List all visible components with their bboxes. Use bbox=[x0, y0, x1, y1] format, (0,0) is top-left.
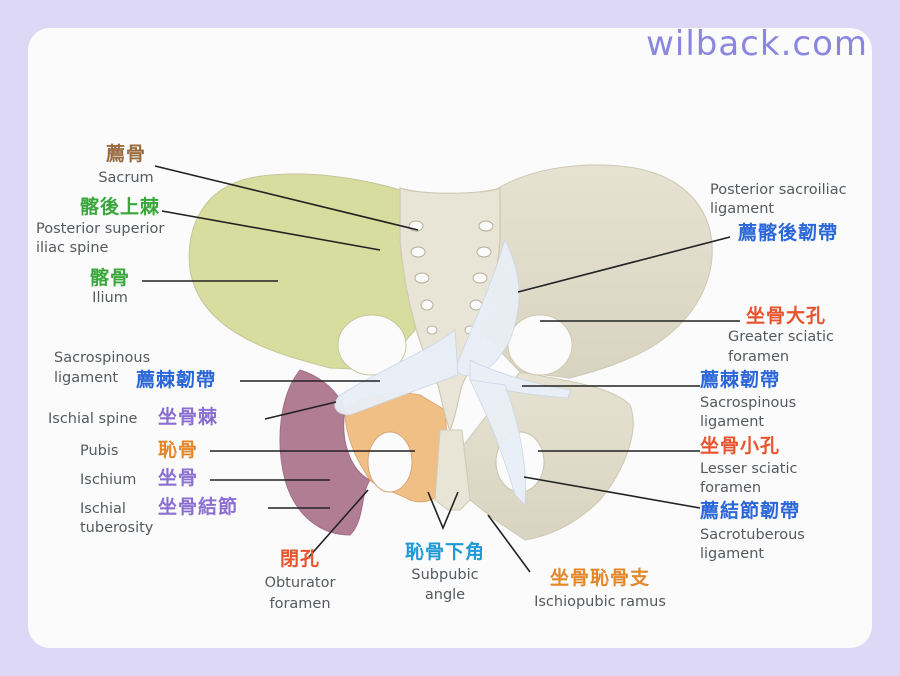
label-ischial-spine-jp: 坐骨棘 bbox=[158, 406, 219, 428]
label-ischial-spine-en: Ischial spine bbox=[48, 411, 138, 427]
label-subpubic-en1: Subpubic bbox=[411, 567, 479, 583]
label-obturator-en1: Obturator bbox=[264, 575, 336, 591]
label-obturator-en2: foramen bbox=[269, 596, 331, 612]
label-sacrospinous-left-en1: Sacrospinous bbox=[54, 350, 151, 366]
left-obturator-hole bbox=[367, 431, 413, 493]
label-ischiopubic-jp: 坐骨恥骨支 bbox=[549, 567, 650, 589]
label-lesser-sciatic-en1: Lesser sciatic bbox=[700, 461, 798, 477]
label-lesser-sciatic-jp: 坐骨小孔 bbox=[700, 435, 781, 457]
label-sacrospinous-right-en1: Sacrospinous bbox=[700, 395, 797, 411]
label-sacrotuberous-en1: Sacrotuberous bbox=[700, 527, 805, 543]
pubic-symphysis bbox=[434, 429, 471, 511]
label-ilium-jp: 髂骨 bbox=[89, 267, 130, 289]
label-sacrum-en: Sacrum bbox=[98, 170, 154, 186]
label-psis-en2: iliac spine bbox=[36, 240, 109, 256]
label-ischial-tuberosity-en2: tuberosity bbox=[80, 520, 154, 536]
label-subpubic-jp: 恥骨下角 bbox=[404, 541, 485, 563]
label-sacrospinous-right-jp: 薦棘韌帶 bbox=[700, 369, 781, 391]
label-lesser-sciatic-en2: foramen bbox=[700, 480, 762, 496]
label-ischial-tuberosity-jp: 坐骨結節 bbox=[158, 496, 239, 518]
label-greater-sciatic-jp: 坐骨大孔 bbox=[746, 305, 827, 327]
label-psis-en1: Posterior superior bbox=[36, 221, 165, 237]
label-pubis-en: Pubis bbox=[80, 443, 119, 459]
label-posterior-sacroiliac-en2: ligament bbox=[710, 201, 775, 217]
label-sacrospinous-left-jp: 薦棘韌帶 bbox=[136, 369, 217, 391]
ligament-bands bbox=[334, 238, 571, 506]
label-greater-sciatic-en1: Greater sciatic bbox=[728, 329, 834, 345]
label-sacrotuberous-en2: ligament bbox=[700, 546, 765, 562]
label-sacrotuberous-jp: 薦結節韌帶 bbox=[700, 500, 801, 522]
watermark: wilback.com bbox=[646, 24, 868, 64]
label-posterior-sacroiliac-en1: Posterior sacroiliac bbox=[710, 182, 847, 198]
label-subpubic-en2: angle bbox=[424, 587, 466, 603]
label-sacrum-jp: 薦骨 bbox=[105, 143, 146, 165]
label-ilium-en: Ilium bbox=[92, 290, 128, 306]
label-pubis-jp: 恥骨 bbox=[158, 439, 199, 461]
label-obturator-jp: 閉孔 bbox=[279, 548, 320, 570]
sacrum-bone bbox=[399, 187, 501, 432]
label-ischiopubic-en: Ischiopubic ramus bbox=[534, 594, 666, 610]
leader-lines bbox=[142, 165, 740, 573]
label-sacrospinous-right-en2: ligament bbox=[700, 414, 765, 430]
label-ischium-jp: 坐骨 bbox=[158, 467, 199, 489]
label-ischial-tuberosity-en1: Ischial bbox=[80, 501, 126, 517]
label-psis-jp: 髂後上棘 bbox=[79, 196, 160, 218]
left-greater-sciatic-hole bbox=[337, 314, 407, 376]
label-greater-sciatic-en2: foramen bbox=[728, 349, 790, 365]
label-posterior-sacroiliac-jp: 薦髂後韌帶 bbox=[738, 222, 839, 244]
sacral-foramina bbox=[408, 220, 494, 335]
label-sacrospinous-left-en2: ligament bbox=[54, 370, 119, 386]
label-ischium-en: Ischium bbox=[80, 472, 137, 488]
right-greater-sciatic-hole bbox=[507, 314, 573, 376]
